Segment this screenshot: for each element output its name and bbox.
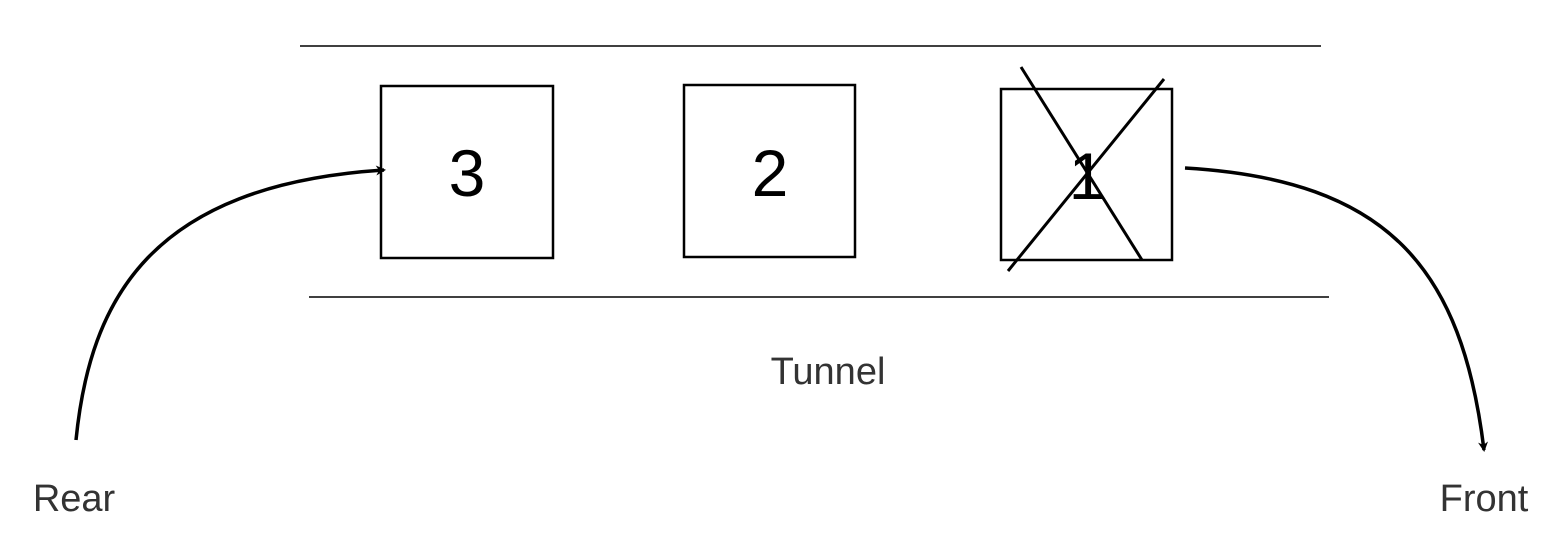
queue-item-2: 2 [682, 83, 857, 259]
cross-out-stroke [1006, 78, 1166, 272]
enqueue-arrow [74, 165, 386, 441]
dequeue-arrow [1184, 166, 1488, 452]
queue-item-3: 3 [379, 84, 555, 260]
queue-item-label: 3 [449, 136, 486, 210]
queue-item-label: 2 [752, 136, 789, 210]
queue-item-1-removed: 1 [999, 66, 1174, 272]
tunnel-label: Tunnel [771, 351, 886, 393]
queue-box [682, 83, 857, 259]
front-label: Front [1440, 478, 1529, 520]
cross-out-stroke [1019, 66, 1144, 261]
rear-label: Rear [33, 478, 116, 520]
queue-box [999, 87, 1174, 262]
